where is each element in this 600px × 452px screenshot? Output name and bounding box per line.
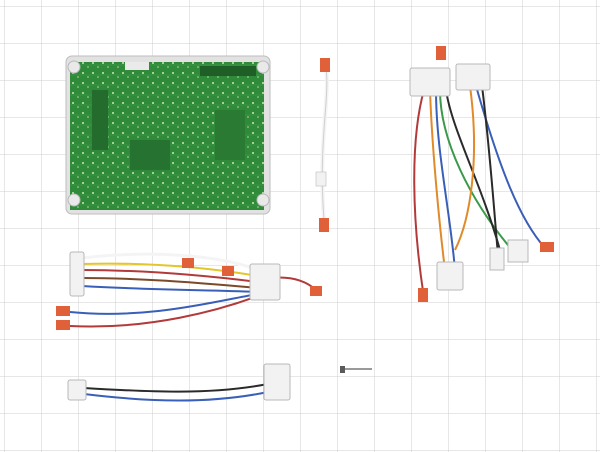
two-wire-harness: [67, 363, 291, 402]
multi-wire-harness-right: [409, 46, 554, 302]
white-wire-lead: [315, 58, 330, 232]
control-board: [65, 55, 271, 215]
multi-wire-harness-left: [56, 251, 322, 330]
small-screw: [340, 366, 372, 373]
